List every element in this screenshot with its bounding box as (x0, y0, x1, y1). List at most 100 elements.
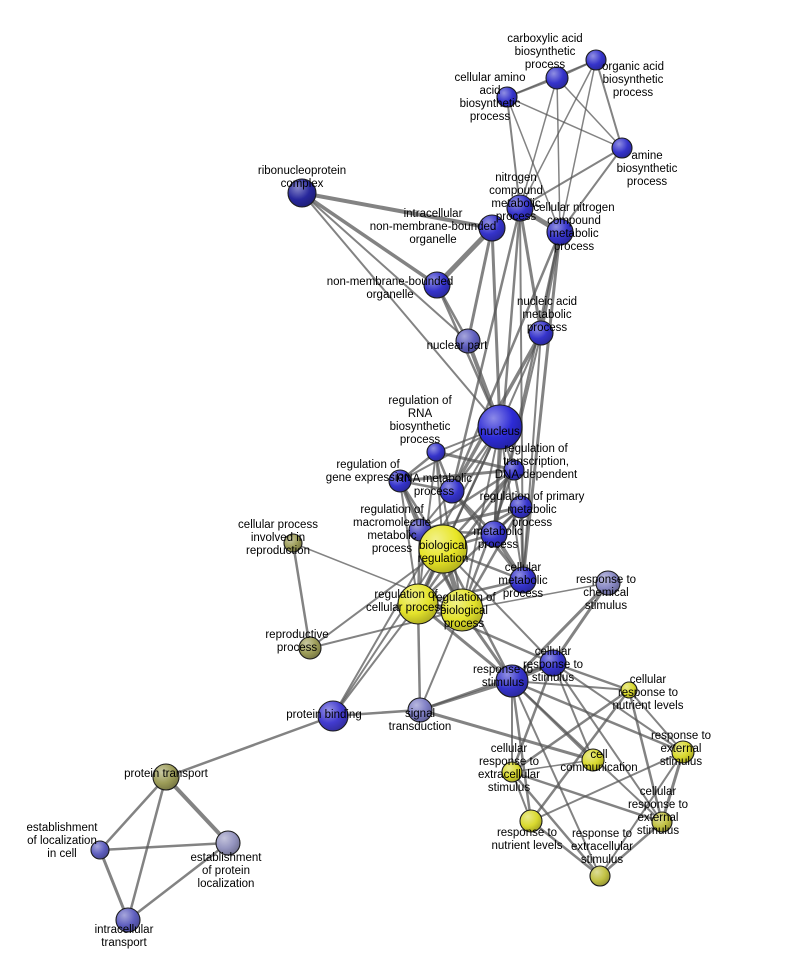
node-cellular-metabolic-process[interactable]: cellular metabolic process (509, 566, 537, 594)
graph-edge (301, 192, 469, 342)
node-protein-transport[interactable]: protein transport (152, 763, 180, 791)
graph-edge (510, 661, 555, 774)
graph-edge (595, 59, 623, 149)
graph-edge (511, 759, 594, 773)
node-establishment-of-protein-localization[interactable]: establishment of protein localization (215, 830, 241, 856)
node-metabolic-process[interactable]: metabolic process (480, 520, 508, 548)
graph-edge (418, 468, 516, 532)
graph-edge (450, 206, 522, 493)
graph-edge (98, 775, 168, 852)
graph-edge (461, 582, 609, 611)
graph-edge (628, 689, 684, 753)
node-response-to-stimulus[interactable]: response to stimulus (495, 664, 529, 698)
node-biological-regulation[interactable]: biological regulation (418, 524, 468, 574)
graph-edge (510, 581, 610, 683)
graph-edge (98, 841, 230, 852)
graph-edge (522, 332, 542, 581)
node-reproductive-process[interactable]: reproductive process (298, 636, 322, 660)
node-amine-biosynthetic-process[interactable]: amine biosynthetic process (611, 137, 633, 159)
node-response-to-nutrient-levels[interactable]: response to nutrient levels (519, 809, 543, 833)
graph-edge (506, 96, 521, 209)
graph-edge (559, 59, 597, 233)
node-regulation-of-rna-biosynthetic-process[interactable]: regulation of RNA biosynthetic process (426, 442, 446, 462)
node-cellular-response-to-stimulus[interactable]: cellular response to stimulus (539, 649, 567, 677)
graph-edge (510, 770, 602, 878)
node-nuclear-part[interactable]: nuclear part (455, 328, 481, 354)
graph-edge (660, 750, 685, 824)
graph-edge (519, 147, 623, 209)
graph-edge (416, 602, 555, 665)
node-cellular-response-to-nutrient-levels[interactable]: cellular response to nutrient levels (620, 681, 638, 699)
node-intracellular-transport[interactable]: intracellular transport (115, 907, 141, 933)
node-non-membrane-bounded-organelle[interactable]: non-membrane-bounded organelle (423, 271, 451, 299)
graph-edge (434, 450, 516, 472)
node-regulation-of-cellular-process[interactable]: regulation of cellular process (397, 583, 439, 625)
graph-edge (510, 770, 664, 824)
graph-edge (332, 426, 501, 717)
node-regulation-of-primary-metabolic-process[interactable]: regulation of primary metabolic process (509, 495, 533, 519)
graph-edge (530, 751, 684, 822)
node-organic-acid-biosynthetic-process[interactable]: organic acid biosynthetic process (585, 49, 607, 71)
graph-edge (510, 679, 685, 754)
graph-edge (552, 662, 663, 823)
graph-edge (519, 59, 597, 209)
graph-edge (309, 609, 463, 649)
node-intracellular-non-membrane-bounded-organelle[interactable]: intracellular non-membrane-bounded organ… (478, 214, 506, 242)
graph-edge (521, 230, 562, 582)
node-ribonucleoprotein-complex[interactable]: ribonucleoprotein complex (287, 178, 317, 208)
node-nucleus[interactable]: nucleus (477, 404, 523, 450)
node-response-to-external-stimulus[interactable]: response to external stimulus (671, 740, 695, 764)
node-regulation-of-biological-process[interactable]: regulation of biological process (440, 588, 484, 632)
graph-edge (164, 775, 230, 845)
node-nitrogen-compound-metabolic-process[interactable]: nitrogen compound metabolic process (506, 194, 534, 222)
graph-edge (556, 77, 561, 233)
node-establishment-of-localization-in-cell[interactable]: establishment of localization in cell (90, 840, 110, 860)
node-response-to-chemical-stimulus[interactable]: response to chemical stimulus (595, 570, 621, 596)
graph-edge (332, 548, 444, 717)
node-cellular-process-involved-in-reproduction[interactable]: cellular process involved in reproductio… (283, 533, 303, 553)
graph-edge (519, 77, 558, 209)
graph-edge (559, 147, 623, 233)
node-cellular-nitrogen-compound-metabolic-process[interactable]: cellular nitrogen compound metabolic pro… (546, 218, 574, 246)
node-cellular-response-to-extracellular-stimulus[interactable]: cellular response to extracellular stimu… (501, 761, 523, 783)
graph-edge (556, 77, 623, 149)
graph-edge (627, 688, 664, 824)
node-signal-transduction[interactable]: signal transduction (407, 697, 433, 723)
nodes-layer: carboxylic acid biosynthetic process orga… (90, 49, 695, 933)
node-protein-binding[interactable]: protein binding (317, 700, 349, 732)
node-carboxylic-acid-biosynthetic-process[interactable]: carboxylic acid biosynthetic process (545, 66, 569, 90)
node-rna-metabolic-process[interactable]: RNA metabolic process (439, 478, 465, 504)
graph-edge (300, 191, 439, 287)
graph-edge (461, 426, 501, 611)
node-regulation-of-transcription-dna-dependent[interactable]: regulation of transcription, DNA-depende… (503, 459, 525, 481)
node-cellular-amino-acid-biosynthetic-process[interactable]: cellular amino acid biosynthetic process (496, 86, 518, 108)
node-cell-communication[interactable]: cell communication (581, 748, 605, 772)
graph-edge (490, 226, 502, 429)
node-regulation-of-gene-expression[interactable]: regulation of gene expression (388, 469, 412, 493)
graph-edge (529, 819, 602, 878)
graph-edge (98, 848, 130, 922)
graph-edge (442, 548, 554, 664)
node-response-to-extracellular-stimulus[interactable]: response to extracellular stimulus (589, 865, 611, 887)
node-nucleic-acid-metabolic-process[interactable]: nucleic acid metabolic process (528, 320, 554, 346)
graph-edge (418, 661, 555, 712)
graph-edge (332, 603, 419, 717)
node-cellular-response-to-external-stimulus[interactable]: cellular response to external stimulus (651, 811, 673, 833)
graph-edge (399, 480, 419, 605)
graph-edge (164, 714, 335, 779)
graph-edge (598, 820, 664, 878)
graph-edge (301, 192, 501, 428)
graph-edge (291, 541, 312, 650)
graph-edge (518, 206, 543, 335)
graph-edge (510, 688, 631, 774)
graph-edge (506, 96, 561, 233)
graph-edge (450, 230, 562, 493)
graph-edge (552, 662, 594, 761)
